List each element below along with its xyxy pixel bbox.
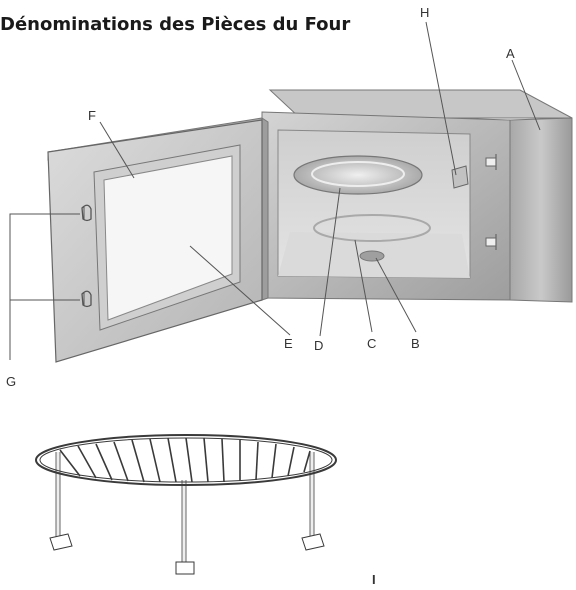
oven-door	[47, 117, 269, 363]
label-b: B	[411, 336, 420, 351]
latch-hole-top	[485, 157, 497, 167]
roller-ring	[313, 214, 431, 242]
door-window	[103, 155, 233, 321]
latch-hole-bottom	[485, 237, 497, 247]
door-hook-bottom	[81, 290, 92, 308]
control-panel	[509, 117, 573, 303]
door-hook-top	[81, 204, 92, 222]
label-f: F	[88, 108, 96, 123]
label-c: C	[367, 336, 376, 351]
label-d: D	[314, 338, 323, 353]
label-h: H	[420, 5, 429, 20]
label-e: E	[284, 336, 293, 351]
label-g: G	[6, 374, 16, 389]
grill-rack	[35, 434, 337, 575]
diagram-title: Dénominations des Pièces du Four	[0, 14, 351, 35]
coupler	[359, 250, 385, 262]
label-a: A	[506, 46, 515, 61]
oven-body	[261, 89, 573, 303]
leader-lines	[9, 21, 541, 360]
waveguide-cover	[451, 165, 469, 189]
label-i: I	[372, 572, 376, 585]
